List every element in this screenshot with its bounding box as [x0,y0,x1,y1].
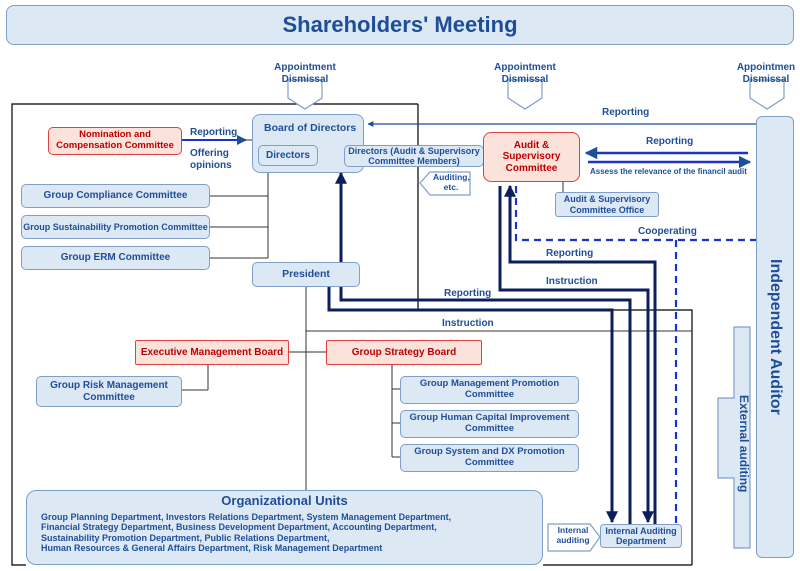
cooperating-label: Cooperating [638,226,697,237]
executive-management-board: Executive Management Board [135,340,289,365]
audit-committee-office: Audit & Supervisory Committee Office [555,192,659,217]
directors-box: Directors [258,145,318,166]
org-units-line: Sustainability Promotion Department, Pub… [41,532,330,543]
appointment-line1: Appointmen [736,62,796,73]
audit-directors-box: Directors (Audit & Supervisory Committee… [344,145,484,167]
assess-relevance-label: Assess the relevance of the financil aud… [590,167,747,176]
internal-auditing-label: Internal auditing [556,525,590,545]
audit-directors-label: Directors (Audit & Supervisory Committee… [348,145,480,166]
org-units-title: Organizational Units [221,493,348,508]
nomination-compensation-committee: Nomination and Compensation Committee [48,127,182,155]
group-sustainability-committee: Group Sustainability Promotion Committee [21,215,210,239]
mgmt-promotion-label: Group Management Promotion Committee [419,378,560,400]
system-dx-label: Group System and DX Promotion Committee [414,446,565,468]
reporting-label-ia-audit: Reporting [546,248,594,259]
group-management-promotion-committee: Group Management Promotion Committee [400,376,579,404]
instruction-label-audit: Instruction [546,276,598,287]
appointment-line1: Appointment [494,62,556,73]
shareholders-meeting-label: Shareholders' Meeting [282,12,518,38]
board-title: Board of Directors [264,122,357,134]
group-system-dx-committee: Group System and DX Promotion Committee [400,444,579,472]
exec-board-label: Executive Management Board [140,346,284,358]
reporting-label-audit-committee: Reporting [646,136,694,147]
shareholders-meeting: Shareholders' Meeting [6,5,794,45]
group-strategy-board: Group Strategy Board [326,340,482,365]
reporting-label-auditor-board: Reporting [602,107,650,118]
directors-label: Directors [266,149,310,161]
reporting-label-ia-president: Reporting [444,288,492,299]
president-label: President [282,268,330,281]
human-capital-label: Group Human Capital Improvement Committe… [409,412,570,434]
risk-mgmt-label: Group Risk Management Committee [50,380,168,403]
reporting-label-nomination: Reporting [190,127,238,138]
independent-auditor: Independent Auditor [756,116,794,558]
auditing-etc-label: Auditing, etc. [433,172,470,192]
nomination-label: Nomination and Compensation Committee [56,129,174,151]
dismissal-line2: Dismissal [501,73,549,85]
group-compliance-committee: Group Compliance Committee [21,184,210,208]
audit-office-label: Audit & Supervisory Committee Office [563,194,651,215]
strategy-board-label: Group Strategy Board [351,346,457,358]
appointment-label-2: Appointment Dismissal [485,62,565,85]
offering-opinions-label: Offering opinions [190,148,232,171]
appointment-label-3: Appointmen Dismissal [732,62,800,85]
org-units-line: Financial Strategy Department, Business … [41,522,437,533]
group-risk-management-committee: Group Risk Management Committee [36,376,182,407]
compliance-label: Group Compliance Committee [43,190,188,202]
internal-auditing-dept-label: Internal Auditing Department [605,525,677,546]
president-box: President [252,262,360,287]
audit-committee-label: Audit & Supervisory Committee [502,139,561,174]
independent-auditor-label: Independent Auditor [767,259,785,415]
dismissal-line2: Dismissal [281,73,329,85]
sustainability-label: Group Sustainability Promotion Committee [23,221,208,232]
external-auditing-label: External auditing [737,395,751,493]
org-units-line: Group Planning Department, Investors Rel… [41,511,452,522]
instruction-label-president: Instruction [442,318,494,329]
dismissal-line2: Dismissal [742,73,790,85]
erm-label: Group ERM Committee [60,252,171,264]
group-human-capital-committee: Group Human Capital Improvement Committe… [400,410,579,438]
organizational-units: Organizational Units Group Planning Depa… [26,490,543,565]
group-erm-committee: Group ERM Committee [21,246,210,270]
audit-supervisory-committee: Audit & Supervisory Committee [483,132,580,182]
internal-auditing-department: Internal Auditing Department [600,524,682,548]
appointment-label-1: Appointment Dismissal [265,62,345,85]
org-units-line: Human Resources & General Affairs Depart… [41,542,383,553]
appointment-line1: Appointment [274,62,336,73]
